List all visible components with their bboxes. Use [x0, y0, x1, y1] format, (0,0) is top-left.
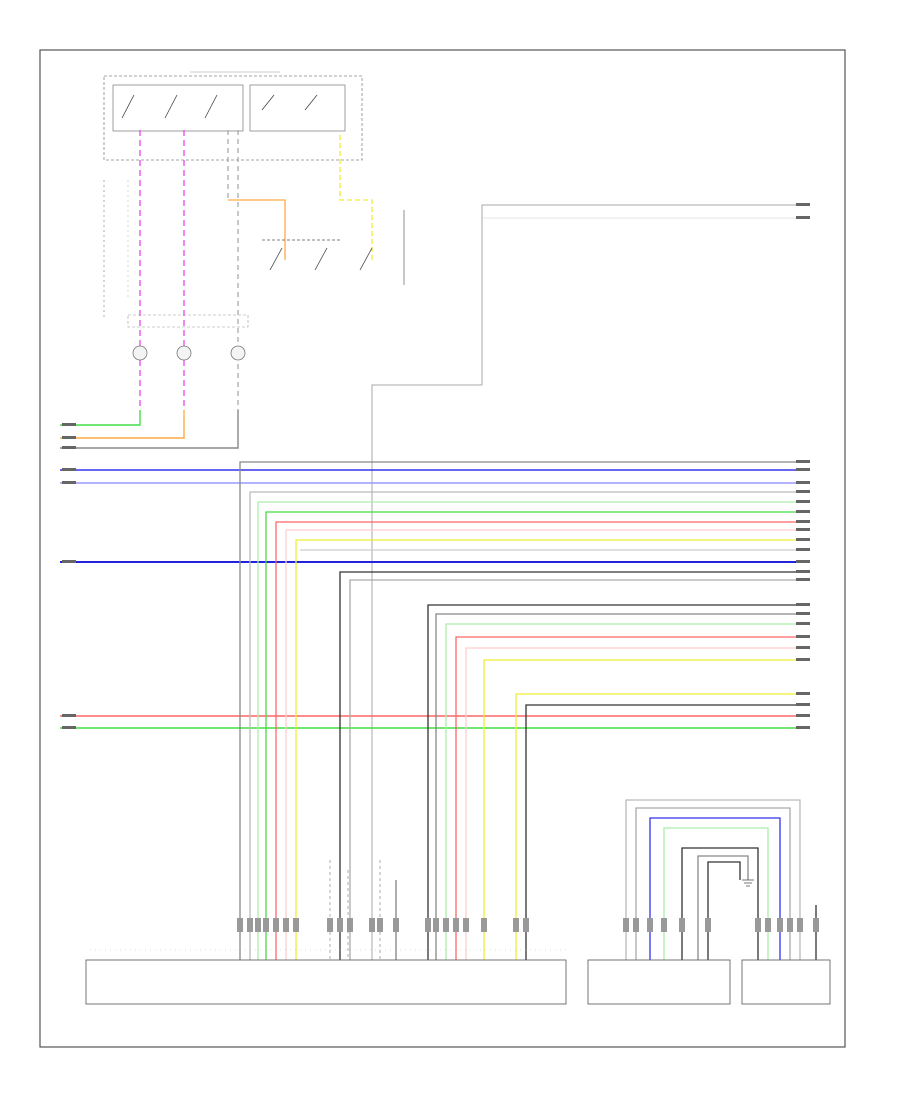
left-edge-terminals — [62, 423, 76, 729]
ground-icon — [742, 879, 754, 887]
diagram-frame — [39, 49, 846, 1048]
right-edge-terminals — [796, 203, 810, 729]
lamp-unit-box — [127, 314, 249, 328]
lamp-icon — [132, 345, 246, 361]
ecm-bus-drops — [239, 461, 808, 1000]
relay-box-connector — [741, 959, 831, 1005]
illumination-switches — [262, 210, 405, 285]
left-input-wires — [60, 410, 239, 449]
combination-switch — [103, 71, 363, 161]
ecm-connector — [85, 949, 567, 1005]
ground-route-wire — [371, 204, 808, 1000]
switch-contact-icon — [121, 94, 318, 119]
main-bus-wires — [60, 469, 808, 729]
front-module-connector — [587, 959, 731, 1005]
switch-leads — [139, 130, 373, 410]
connector-pin-icon — [623, 918, 819, 932]
secondary-bus-drops — [427, 604, 808, 1000]
connector-pin-icon — [237, 918, 529, 932]
